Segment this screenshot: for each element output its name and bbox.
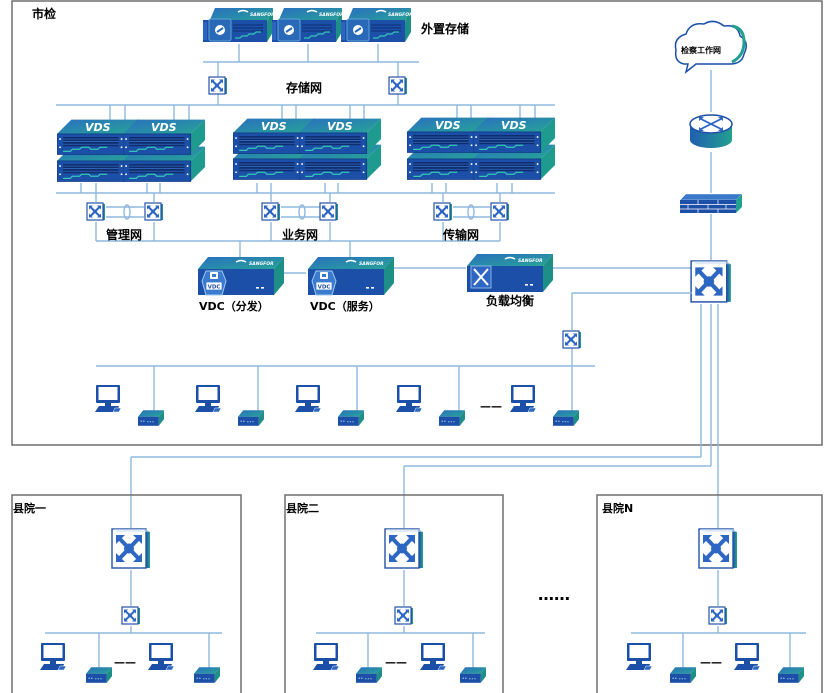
terminal-box-icon[interactable]: [460, 667, 486, 683]
firewall-icon[interactable]: [679, 193, 743, 213]
terminal-box-icon[interactable]: [138, 410, 164, 426]
county-frame: [596, 494, 823, 693]
storage-switch-icon[interactable]: [388, 76, 408, 95]
storage-switch-icon[interactable]: [208, 76, 228, 95]
pc-icon[interactable]: [195, 384, 222, 413]
city-title: 市检: [32, 6, 56, 21]
procuratorate-network-label: 检察工作网: [681, 45, 721, 55]
transport-network-label: 传输网: [442, 227, 479, 242]
county-frame: [11, 494, 242, 693]
vdc-service-label: VDC（服务）: [310, 299, 380, 313]
storage-links: [56, 44, 555, 106]
terminal-box-icon[interactable]: [439, 410, 465, 426]
city-terminals: [95, 384, 579, 426]
vds-badge: VDS: [151, 121, 177, 134]
vds-upper-links: [109, 105, 536, 120]
vds-badge: VDS: [435, 119, 461, 132]
vds-cluster: VDS VDS: [407, 116, 555, 181]
vds-badge: VDS: [85, 121, 111, 134]
county-title: 县院一: [13, 501, 46, 515]
pc-icon[interactable]: [95, 384, 122, 413]
business-switch-icon[interactable]: [319, 202, 339, 221]
terminal-box-icon[interactable]: [86, 667, 112, 683]
pc-icon[interactable]: [148, 642, 175, 671]
city-frame: [11, 0, 823, 446]
cloud-icon: [674, 20, 747, 74]
load-balancer-device[interactable]: [465, 254, 554, 294]
terminal-ellipsis: ——: [385, 656, 407, 669]
transport-switch-icon[interactable]: [490, 202, 510, 221]
county-core-switch-icon[interactable]: [111, 528, 151, 570]
vdc-distribution-device[interactable]: [197, 257, 284, 296]
terminal-box-icon[interactable]: [194, 667, 220, 683]
storage-device[interactable]: [203, 8, 275, 42]
terminal-ellipsis: ——: [700, 656, 722, 669]
terminal-ellipsis: ——: [114, 656, 136, 669]
management-switch-icon[interactable]: [144, 202, 164, 221]
terminal-ellipsis: ——: [480, 400, 502, 413]
county-frame: [284, 494, 504, 693]
county-access-switch-icon[interactable]: [121, 606, 141, 625]
more-counties-ellipsis: ……: [538, 585, 570, 604]
vds-badge: VDS: [501, 119, 527, 132]
terminal-box-icon[interactable]: [778, 667, 804, 683]
terminal-box-icon[interactable]: [356, 667, 382, 683]
management-switch-icon[interactable]: [86, 202, 106, 221]
vds-cluster: VDS VDS: [57, 118, 205, 183]
business-switch-icon[interactable]: [261, 202, 281, 221]
storage-device[interactable]: [272, 8, 344, 42]
storage-network-label: 存储网: [285, 80, 322, 95]
external-storage-group: [203, 8, 413, 42]
pc-icon[interactable]: [734, 642, 761, 671]
core-links: [96, 292, 719, 528]
terminal-box-icon[interactable]: [338, 410, 364, 426]
router-icon[interactable]: [689, 114, 733, 148]
terminal-box-icon[interactable]: [553, 410, 579, 426]
business-network-label: 业务网: [282, 227, 318, 242]
pc-icon[interactable]: [40, 642, 67, 671]
office-access-switch-icon[interactable]: [562, 330, 582, 349]
vds-badge: VDS: [327, 120, 353, 133]
pc-icon[interactable]: [295, 384, 322, 413]
pc-icon[interactable]: [313, 642, 340, 671]
storage-device[interactable]: [341, 8, 413, 42]
core-switch-icon[interactable]: [691, 261, 731, 302]
vds-lower-links: [56, 183, 555, 262]
county-title: 县院二: [286, 501, 319, 515]
pc-icon[interactable]: [626, 642, 653, 671]
terminal-box-icon[interactable]: [670, 667, 696, 683]
terminal-box-icon[interactable]: [238, 410, 264, 426]
external-storage-label: 外置存储: [421, 21, 469, 36]
load-balancer-label: 负载均衡: [486, 293, 534, 308]
transport-switch-icon[interactable]: [433, 202, 453, 221]
pc-icon[interactable]: [510, 384, 537, 413]
vdc-distribution-label: VDC（分发）: [199, 299, 269, 313]
management-network-label: 管理网: [106, 227, 142, 242]
pc-icon[interactable]: [420, 642, 447, 671]
vds-badge: VDS: [261, 120, 287, 133]
county-core-switch-icon[interactable]: [698, 528, 738, 570]
county-core-switch-icon[interactable]: [384, 528, 424, 570]
vdc-service-device[interactable]: [307, 257, 394, 296]
vds-cluster: VDS VDS: [233, 117, 381, 181]
county-title: 县院N: [602, 501, 633, 515]
pc-icon[interactable]: [396, 384, 423, 413]
county-access-switch-icon[interactable]: [708, 606, 728, 625]
county-access-switch-icon[interactable]: [394, 606, 414, 625]
